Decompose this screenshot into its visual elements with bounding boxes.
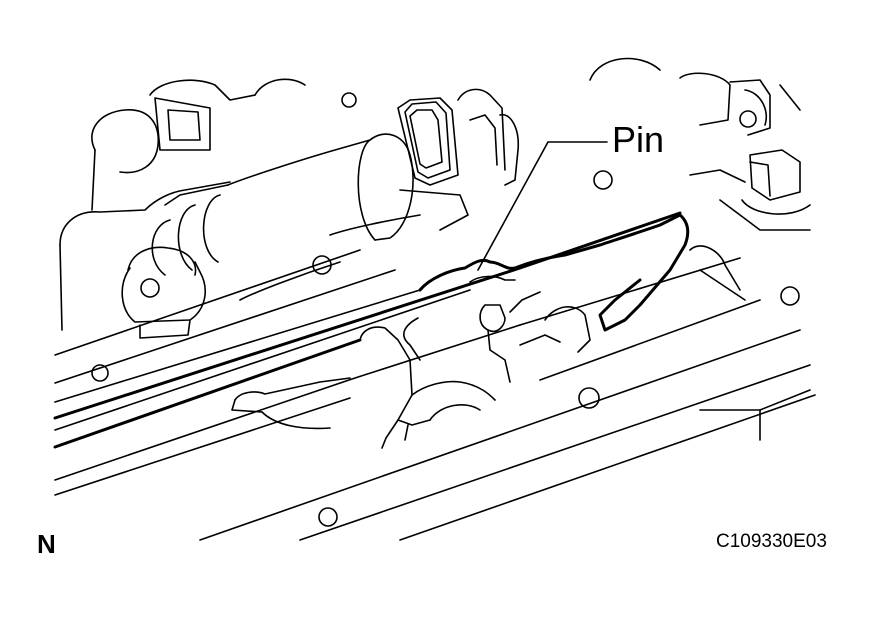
casting-rails [53, 211, 816, 541]
view-letter: N [37, 529, 56, 559]
upper-right-casting [318, 57, 811, 527]
spool-assembly [91, 88, 520, 382]
figure-code: C109330E03 [716, 531, 827, 552]
manual-valve-lever [231, 213, 690, 449]
left-housing [59, 78, 306, 331]
pin-callout-label: Pin [612, 119, 665, 160]
pin-leader-line [477, 141, 608, 271]
